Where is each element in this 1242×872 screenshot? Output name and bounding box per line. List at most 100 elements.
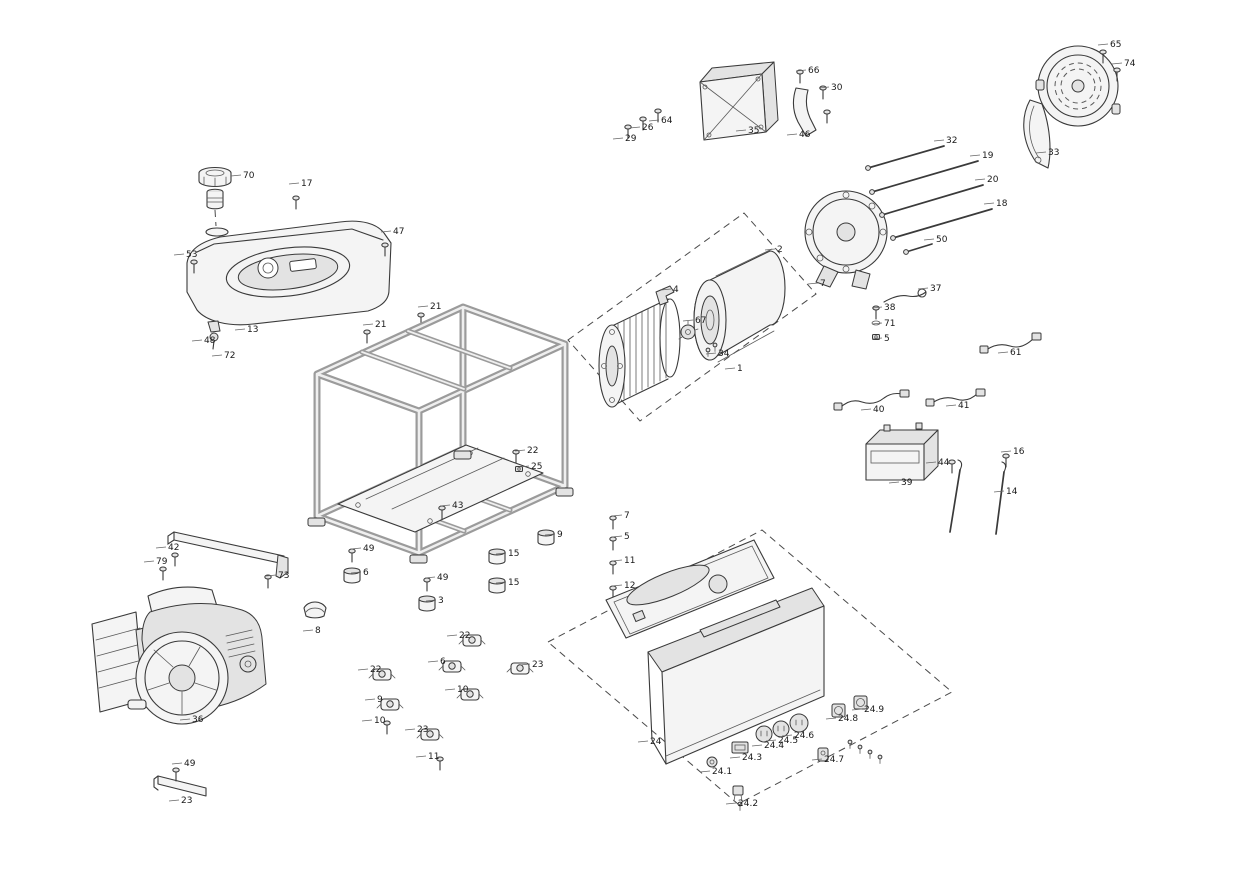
callout-leader-74	[1111, 62, 1123, 65]
panel-socket	[853, 695, 868, 710]
callout-leader-4	[660, 288, 672, 291]
callout-32: 32	[946, 136, 957, 146]
callout-23: 23	[181, 796, 192, 806]
air-filter-box	[91, 611, 145, 713]
callout-leader-5	[611, 535, 623, 538]
callout-leader-35	[735, 129, 747, 132]
fuel-gauge	[257, 257, 279, 279]
callout-leader-49	[171, 762, 183, 765]
callout-leader-26	[629, 126, 641, 129]
alternator-rotor	[693, 248, 786, 363]
battery	[865, 422, 939, 481]
callout-leader-71	[871, 322, 883, 325]
callout-6: 6	[440, 657, 446, 667]
callout-25: 25	[531, 462, 542, 472]
callout-leader-24.5	[765, 739, 777, 742]
callout-leader-41	[945, 404, 957, 407]
callout-10: 10	[457, 685, 469, 695]
callout-49: 49	[437, 573, 449, 583]
fuel-tank	[186, 195, 425, 350]
callout-leader-42	[155, 546, 167, 549]
callout-leader-73	[265, 574, 277, 577]
callout-leader-21	[362, 323, 374, 326]
crankshaft-stub	[239, 655, 257, 673]
callout-23: 23	[532, 660, 543, 670]
callout-leader-24.4	[751, 744, 763, 747]
callout-leader-46	[786, 133, 798, 136]
fuel-cap	[198, 166, 232, 227]
callout-leader-29	[612, 137, 624, 140]
through-bolts	[865, 145, 993, 255]
callout-48: 48	[204, 336, 216, 346]
callout-8: 8	[315, 626, 321, 636]
callout-49: 49	[363, 544, 375, 554]
callout-13: 13	[247, 325, 258, 335]
callout-9: 9	[377, 695, 383, 705]
callout-leader-19	[969, 154, 981, 157]
callout-7: 7	[820, 279, 826, 289]
callout-12: 12	[624, 581, 635, 591]
callout-leader-9	[364, 698, 376, 701]
panel-outlet	[755, 725, 773, 743]
wire-harnesses	[833, 332, 1042, 411]
callout-30: 30	[831, 83, 843, 93]
callout-leader-61	[997, 351, 1009, 354]
control-panel-group	[547, 529, 953, 811]
callout-6: 6	[363, 568, 369, 578]
callout-11: 11	[428, 752, 439, 762]
callout-66: 66	[808, 66, 820, 76]
mounting-plate	[337, 444, 544, 533]
callout-leader-30	[818, 86, 830, 89]
handle-bracket	[1023, 99, 1051, 169]
callout-35: 35	[748, 126, 759, 136]
callout-46: 46	[799, 130, 811, 140]
frame-foot	[453, 450, 472, 460]
mount-cap	[303, 601, 327, 619]
callout-leader-66	[795, 69, 807, 72]
callout-leader-13	[234, 328, 246, 331]
panel-switch	[817, 747, 829, 762]
callout-10: 10	[374, 716, 386, 726]
callout-24.5: 24.5	[778, 736, 798, 746]
callout-5: 5	[624, 532, 630, 542]
callout-leader-72	[211, 354, 223, 357]
callout-leader-11	[611, 559, 623, 562]
callout-leader-44	[925, 461, 937, 464]
callout-26: 26	[642, 123, 654, 133]
callout-layer: 7017475321211348722225439151549349675111…	[143, 40, 1136, 809]
callout-leader-16	[1000, 450, 1012, 453]
callout-65: 65	[1110, 40, 1121, 50]
callout-leader-8	[302, 629, 314, 632]
callout-21: 21	[430, 302, 441, 312]
callout-leader-23	[404, 728, 416, 731]
callout-leader-40	[860, 408, 872, 411]
engine	[91, 586, 267, 725]
callout-leader-20	[974, 178, 986, 181]
callout-41: 41	[958, 401, 969, 411]
callout-47: 47	[393, 227, 404, 237]
panel-components	[706, 695, 883, 811]
callout-17: 17	[301, 179, 312, 189]
callout-leader-49	[350, 547, 362, 550]
callout-42: 42	[168, 543, 179, 553]
callout-24.4: 24.4	[764, 741, 784, 751]
callout-leader-23	[168, 799, 180, 802]
callout-79: 79	[156, 557, 168, 567]
callout-leader-48	[191, 339, 203, 342]
callout-24.8: 24.8	[838, 714, 858, 724]
callout-leader-39	[888, 481, 900, 484]
callout-3: 3	[438, 596, 444, 606]
lower-bracket	[153, 767, 207, 797]
callout-leader-24.9	[851, 708, 863, 711]
callout-leader-24.2	[725, 802, 737, 805]
callout-24.9: 24.9	[864, 705, 884, 715]
callout-leader-53	[173, 253, 185, 256]
panel-button	[706, 756, 718, 768]
callout-leader-24.7	[811, 758, 823, 761]
control-panel-cover	[647, 587, 825, 765]
callout-leader-50	[923, 238, 935, 241]
bracket-foot	[851, 269, 871, 290]
bracket-foot	[815, 265, 839, 288]
callout-leader-7	[807, 282, 819, 285]
